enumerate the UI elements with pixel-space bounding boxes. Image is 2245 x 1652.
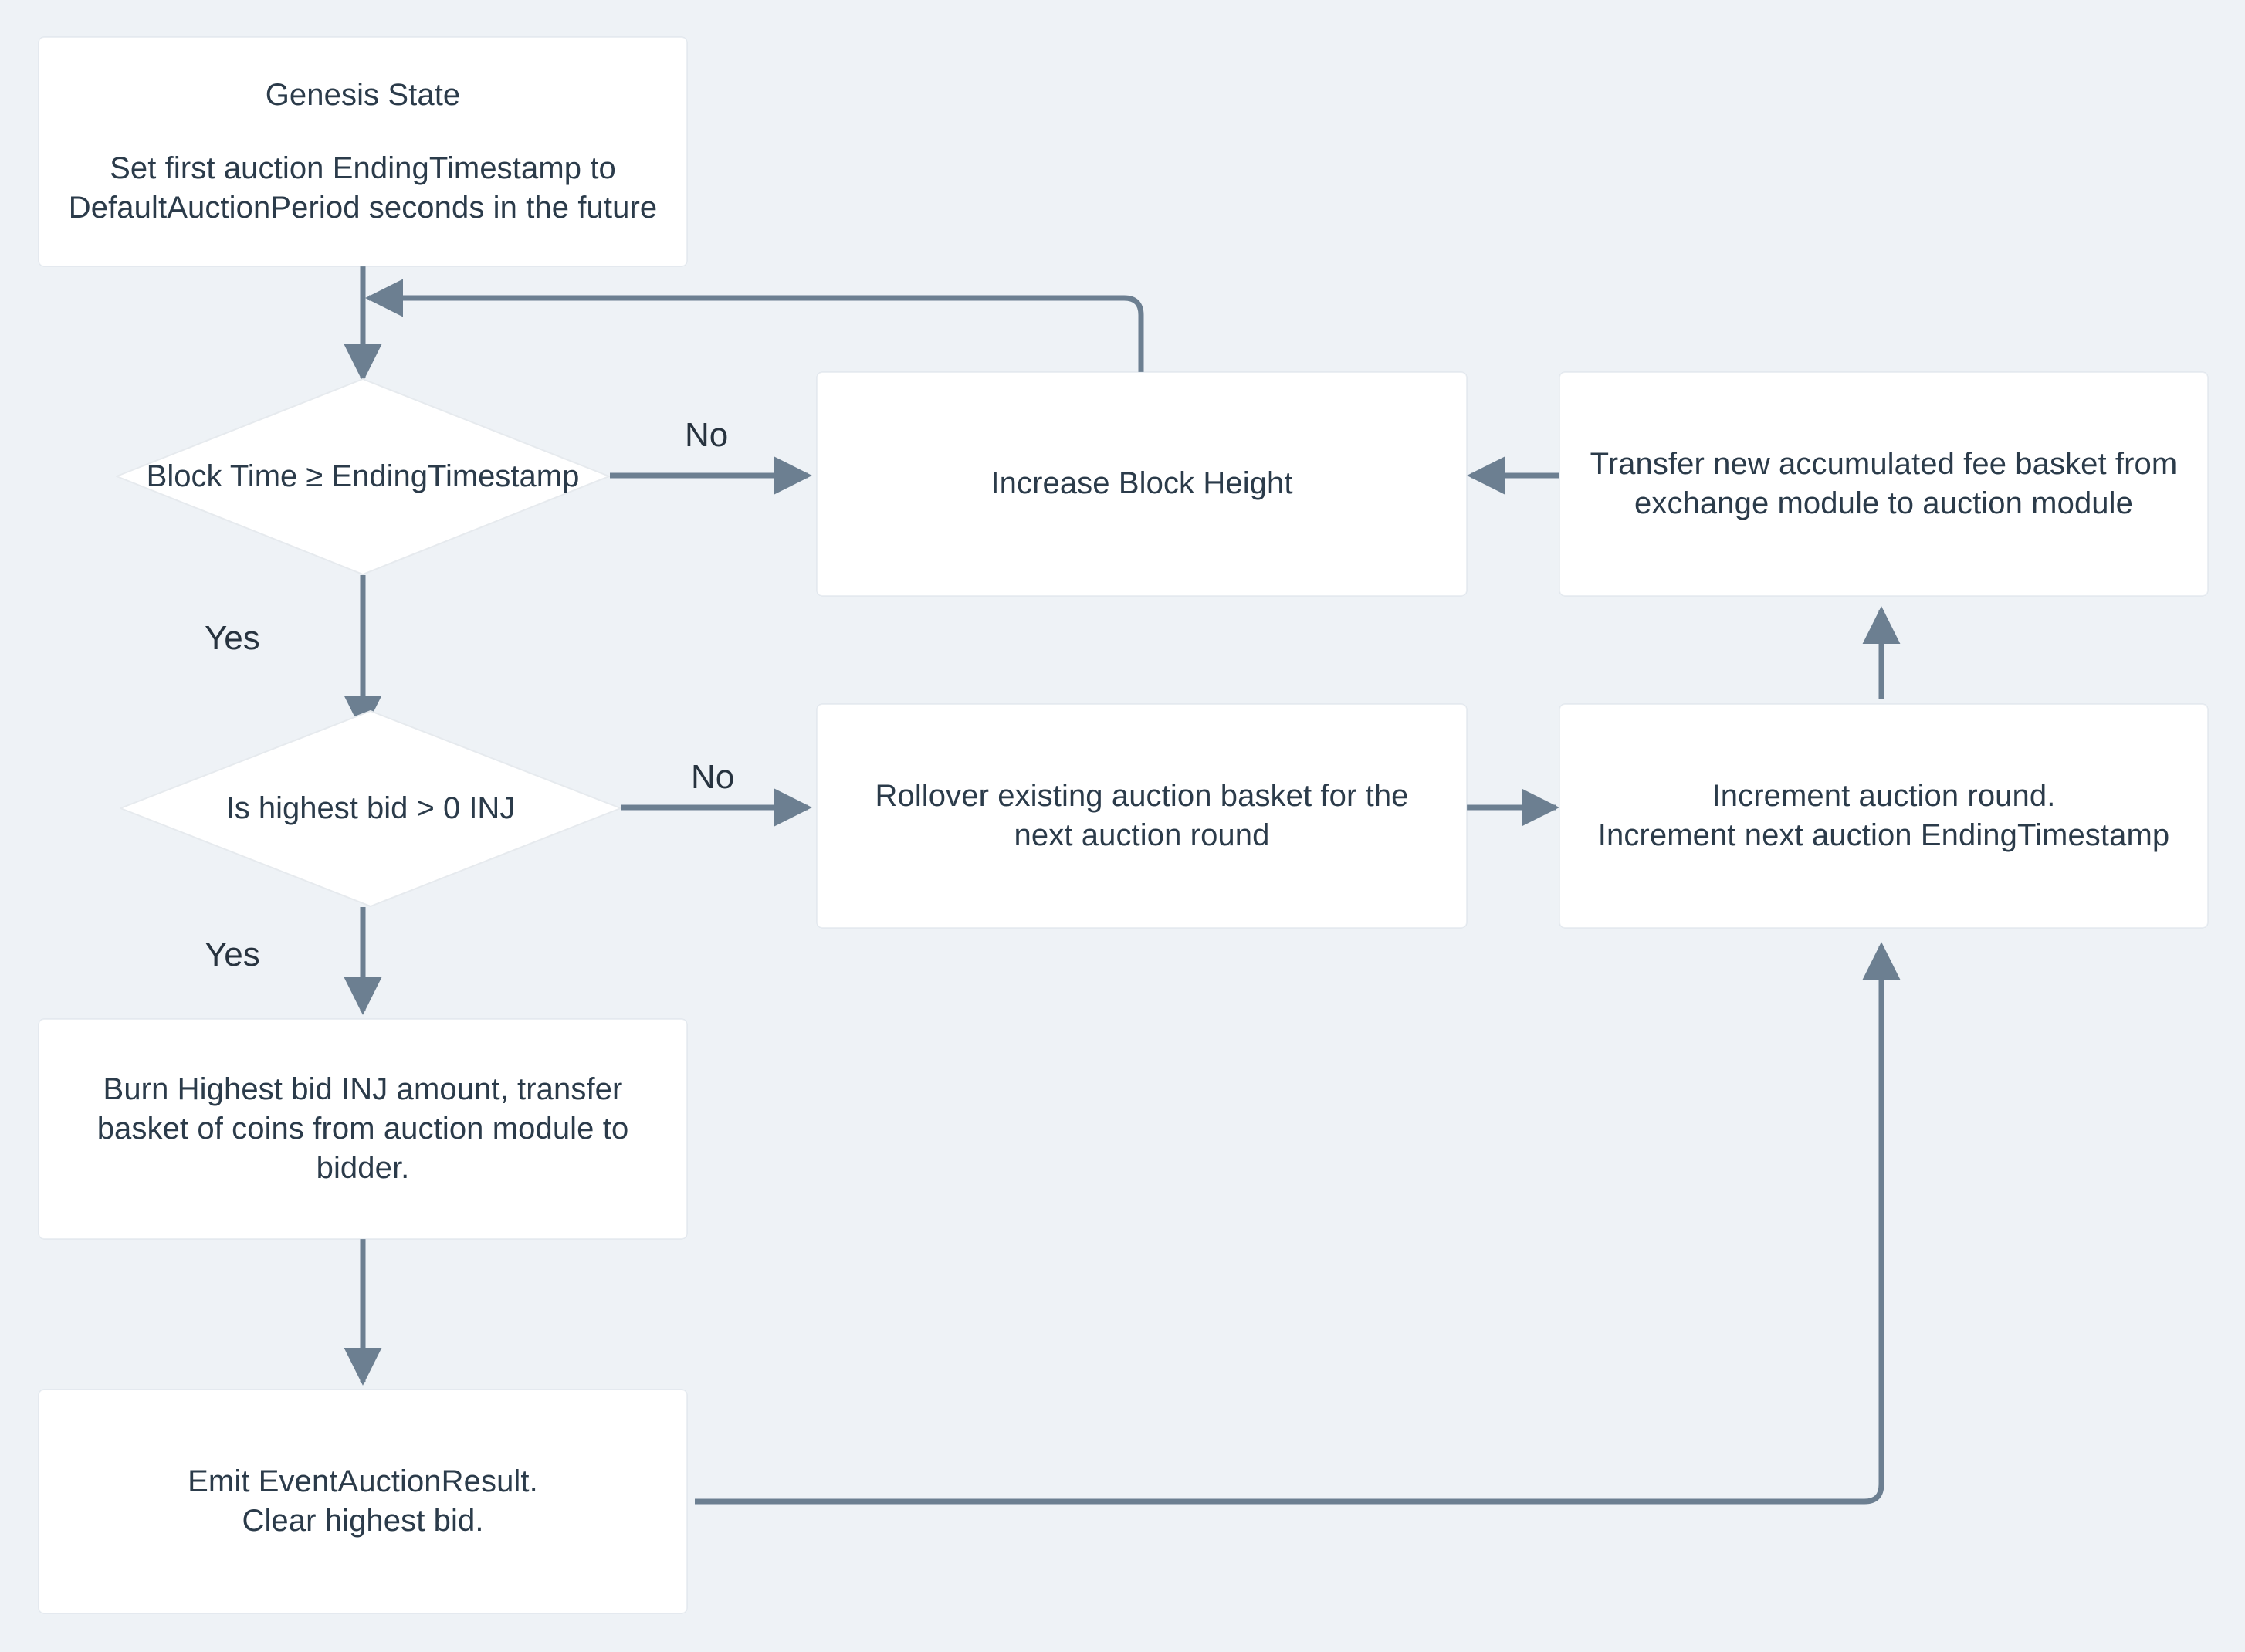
edge-emit-to-increment: [695, 942, 1901, 1505]
diamond-shape-highest-bid: [120, 710, 621, 907]
edge-label-block-time-no: No: [685, 416, 729, 454]
transfer-fee-basket-line-2: exchange module to auction module: [1634, 486, 2133, 520]
node-decision-block-time[interactable]: Block Time ≥ EndingTimestamp: [116, 378, 610, 575]
node-transfer-fee-basket[interactable]: Transfer new accumulated fee basket from…: [1559, 372, 2208, 596]
edge-label-block-time-yes: Yes: [205, 619, 260, 657]
edge-block-height-loop-back: [365, 279, 1144, 372]
node-emit-result[interactable]: Emit EventAuctionResult. Clear highest b…: [39, 1390, 687, 1613]
rollover-basket-line-2: next auction round: [1014, 818, 1270, 852]
node-rollover-basket[interactable]: Rollover existing auction basket for the…: [817, 704, 1467, 928]
genesis-title: Genesis State: [265, 77, 461, 112]
increment-round-line-1: Increment auction round.: [1712, 778, 2056, 813]
burn-bid-line-2: basket of coins from auction module to: [97, 1111, 629, 1146]
node-genesis-state[interactable]: Genesis State Set first auction EndingTi…: [39, 37, 687, 266]
emit-result-line-1: Emit EventAuctionResult.: [188, 1464, 538, 1498]
edge-label-highest-bid-yes: Yes: [205, 936, 260, 973]
increase-block-height-label: Increase Block Height: [990, 466, 1293, 501]
genesis-body-line-2: DefaultAuctionPeriod seconds in the futu…: [68, 191, 658, 225]
decision-highest-bid-label: Is highest bid > 0 INJ: [225, 791, 516, 825]
genesis-body-line-1: Set first auction EndingTimestamp to: [110, 151, 616, 185]
increment-round-line-2: Increment next auction EndingTimestamp: [1597, 818, 2170, 852]
node-burn-bid[interactable]: Burn Highest bid INJ amount, transfer ba…: [39, 1019, 687, 1239]
transfer-fee-basket-line-1: Transfer new accumulated fee basket from: [1590, 446, 2178, 481]
rollover-basket-line-1: Rollover existing auction basket for the: [875, 778, 1409, 813]
decision-block-time-label: Block Time ≥ EndingTimestamp: [146, 459, 580, 493]
node-increase-block-height[interactable]: Increase Block Height: [817, 372, 1467, 596]
node-increment-round[interactable]: Increment auction round. Increment next …: [1559, 704, 2208, 928]
burn-bid-line-1: Burn Highest bid INJ amount, transfer: [103, 1071, 623, 1106]
emit-result-line-2: Clear highest bid.: [242, 1504, 484, 1538]
node-decision-highest-bid[interactable]: Is highest bid > 0 INJ: [120, 710, 621, 907]
edge-label-highest-bid-no: No: [691, 758, 735, 796]
diamond-shape-block-time: [116, 378, 610, 575]
burn-bid-line-3: bidder.: [316, 1151, 410, 1186]
